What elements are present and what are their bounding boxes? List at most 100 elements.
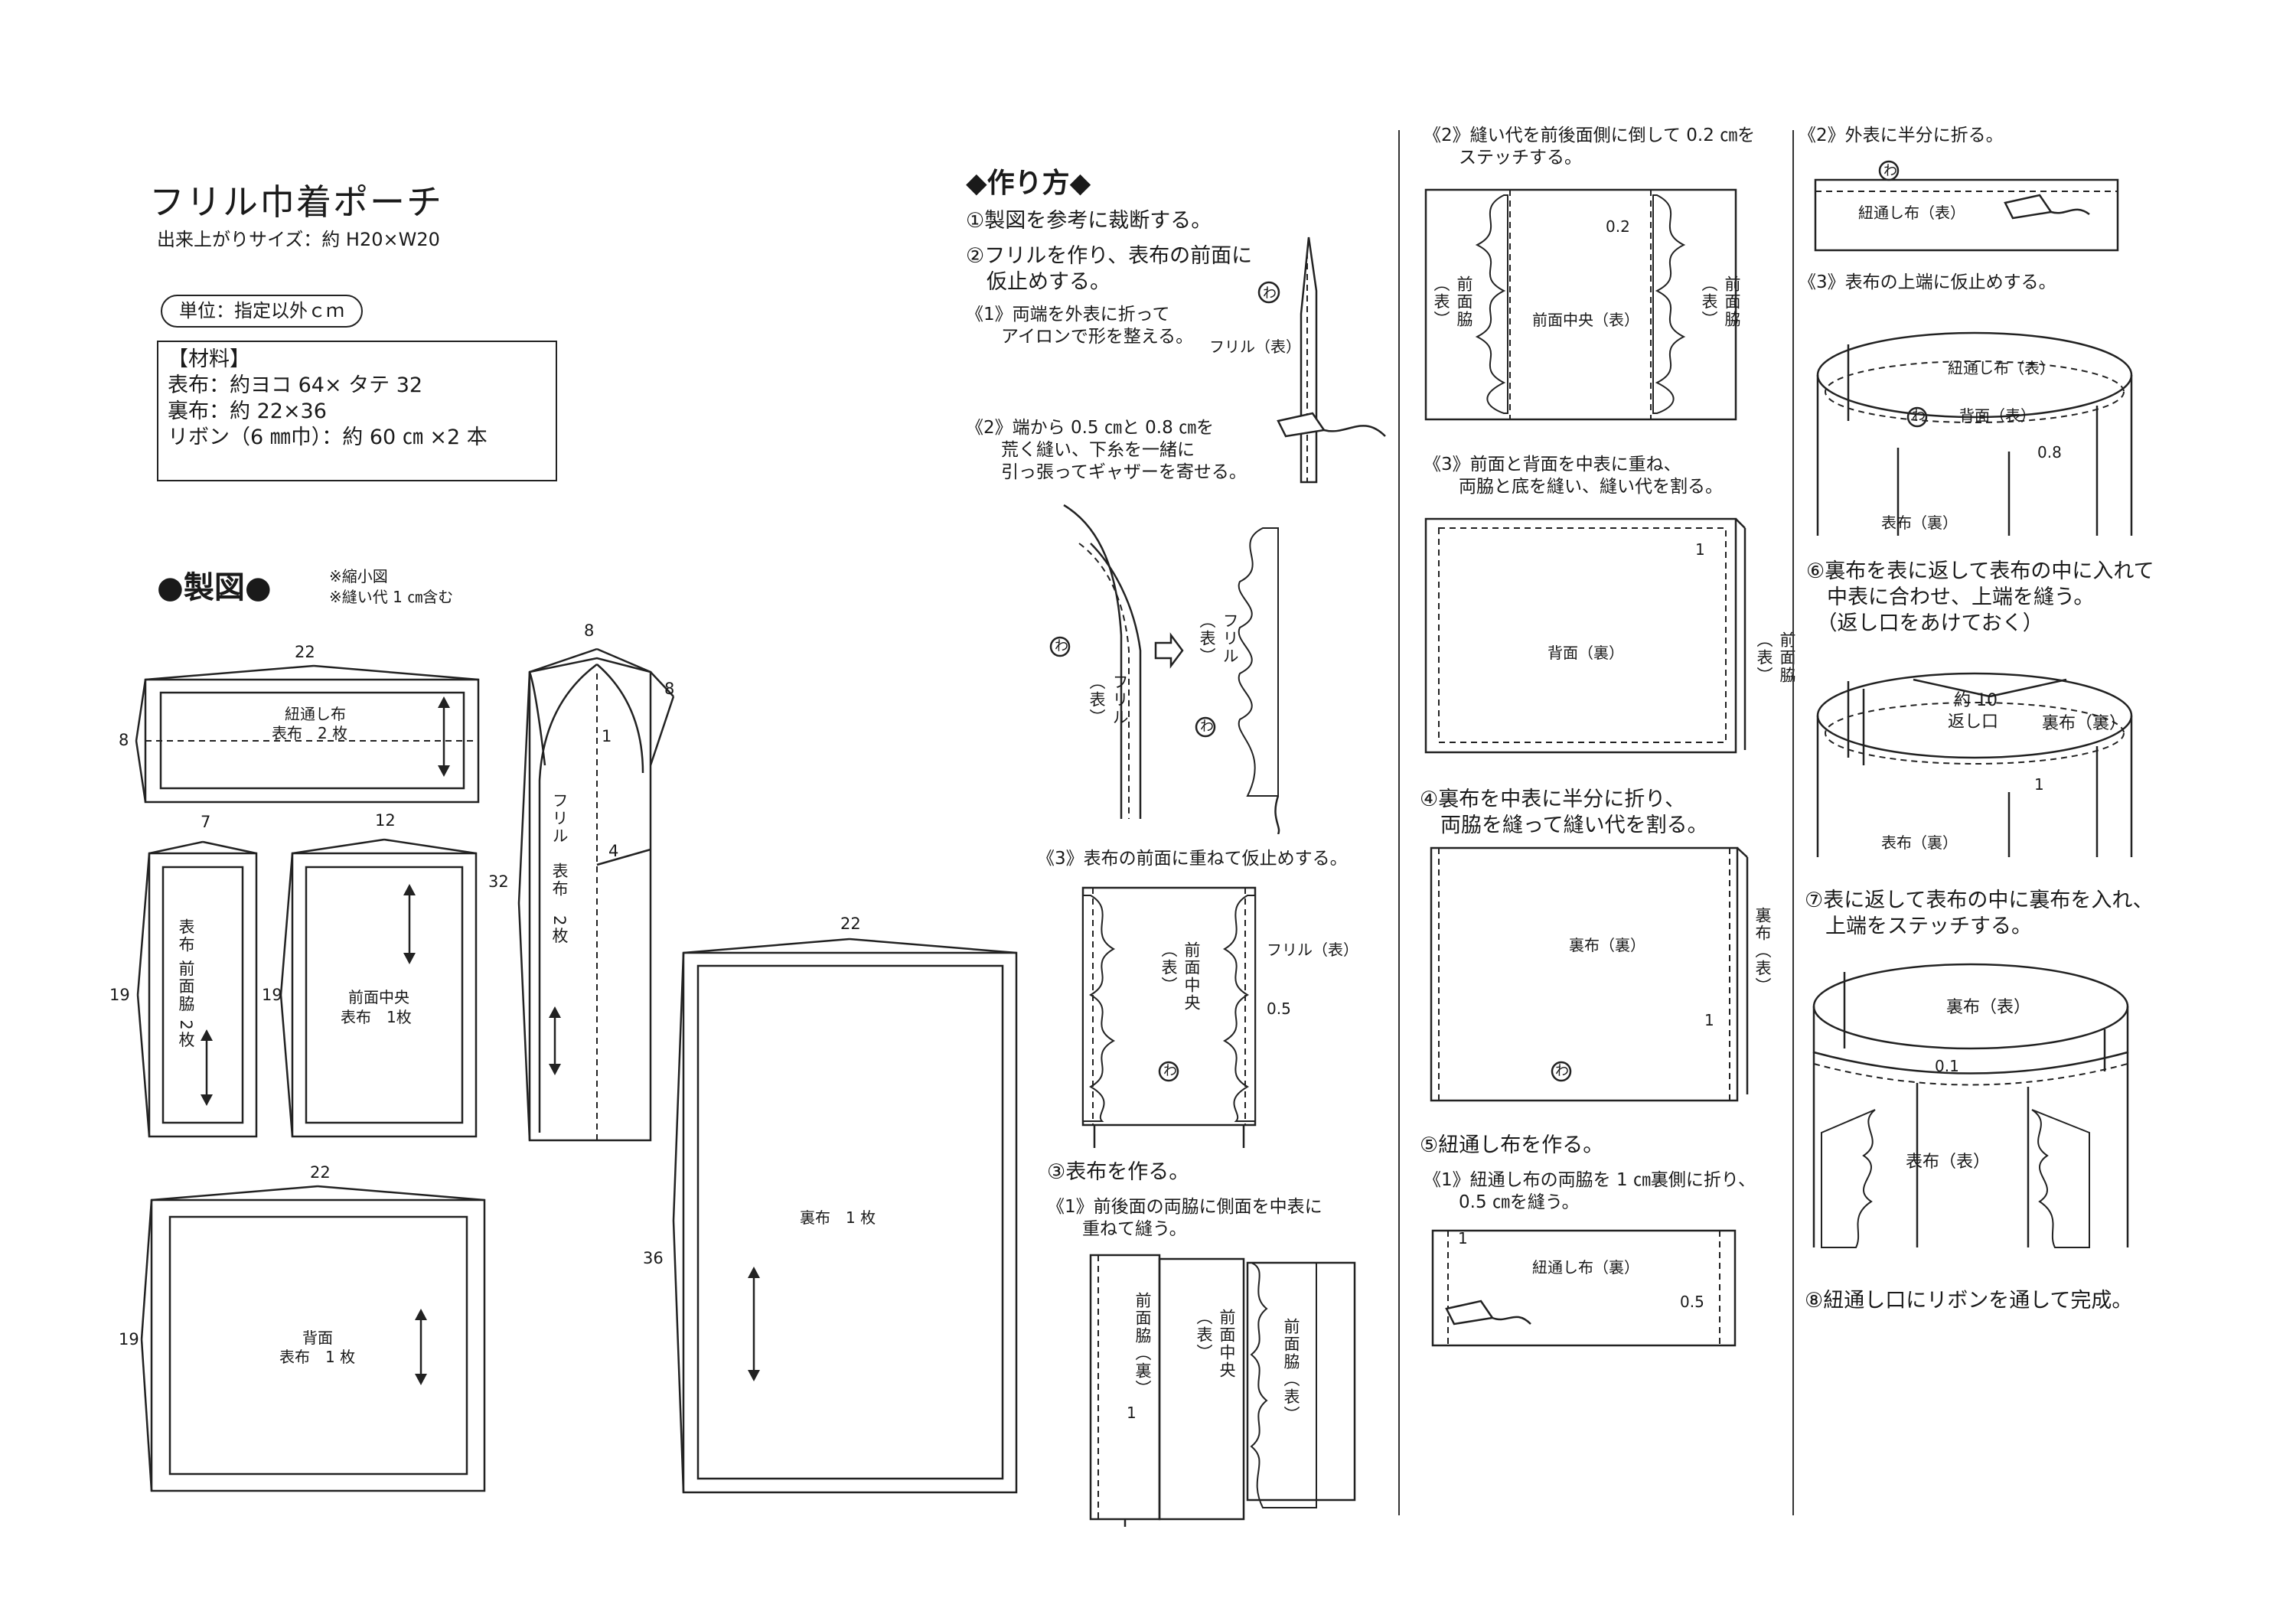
step-6: ⑥裏布を表に返して表布の中に入れて 中表に合わせ、上端を縫う。 （返し口をあけて…	[1806, 559, 2154, 635]
step-5-2: 《2》外表に半分に折る。	[1799, 126, 2004, 145]
front-width: 12	[375, 811, 396, 830]
back-ura-label: 背面（裏）	[1548, 644, 1624, 662]
strap-width: 22	[295, 643, 315, 661]
back-height: 19	[119, 1330, 139, 1348]
strap-fold-diagram	[1814, 160, 2119, 252]
pattern-heading: ●製図●	[157, 570, 272, 605]
side-omote-label-2: 前面脇（表）	[1755, 631, 1796, 684]
allowance-1e: 1	[2034, 775, 2044, 794]
allowance-0-5: 0.5	[1267, 1000, 1291, 1018]
fold-mark: わ	[1263, 285, 1277, 302]
stitch-diagram	[1424, 188, 1737, 421]
strap-label: 紐通し布	[285, 705, 346, 723]
frill-edge: 8	[664, 680, 675, 698]
fold-mark: わ	[1200, 719, 1214, 735]
step-5: ⑤紐通し布を作る。	[1420, 1133, 1604, 1157]
sew-sides-diagram	[1089, 1254, 1356, 1527]
allowance-0-1: 0.1	[1935, 1057, 1959, 1075]
step-5-1: 《1》紐通し布の両脇を 1 ㎝裏側に折り、 0.5 ㎝を縫う。	[1424, 1170, 1756, 1212]
step-2-2: 《2》端から 0.5 ㎝と 0.8 ㎝を 荒く縫い、下糸を一緒に 引っ張ってギャ…	[966, 418, 1247, 482]
front-height: 19	[262, 986, 282, 1004]
sew-bottom-diagram	[1424, 517, 1746, 754]
outer-omote-label: 表布（表）	[1906, 1153, 1991, 1172]
instructions-heading: ◆作り方◆	[966, 168, 1091, 199]
lining-ura-label-2: 裏布（裏）	[2042, 714, 2127, 733]
frill-label: フリル 表布 2枚	[550, 792, 569, 945]
strap-count: 表布 2 枚	[272, 724, 348, 742]
frill-label-2: フリル（表）	[1198, 612, 1239, 665]
lining-height: 36	[643, 1249, 664, 1267]
step-5-3: 《3》表布の上端に仮止めする。	[1799, 272, 2056, 292]
column-divider	[1792, 130, 1794, 1515]
frill-width: 8	[584, 621, 595, 640]
step-3-1: 《1》前後面の両脇に側面を中表に 重ねて縫う。	[1047, 1197, 1322, 1239]
page-title: フリル巾着ポーチ	[149, 181, 443, 223]
strap-ura-label: 紐通し布（裏）	[1532, 1258, 1639, 1277]
fold-mark: わ	[1912, 408, 1926, 424]
fold-mark-icon	[1257, 281, 1280, 304]
gather-diagram	[1049, 504, 1280, 834]
materials-box: 【材料】 表布：約ヨコ 64× タテ 32 裏布：約 22×36 リボン（6 ㎜…	[157, 341, 557, 481]
back-omote-label: 背面（表）	[1959, 406, 2036, 425]
allowance-0-5b: 0.5	[1680, 1293, 1704, 1311]
outer-ura-label: 表布（裏）	[1881, 514, 1958, 532]
lining-omote-label-2: 裏布（表）	[1946, 998, 2031, 1017]
side-ura-label: 前面脇（裏）	[1133, 1292, 1152, 1397]
step-2: ②フリルを作り、表布の前面に 仮止めする。	[966, 244, 1253, 294]
step-4: ④裏布を中表に半分に折り、 両脇を縫って縫い代を割る。	[1420, 788, 1708, 837]
sew-top-diagram	[1816, 672, 2133, 857]
side-width: 7	[201, 813, 211, 831]
strap-attach-diagram	[1816, 331, 2133, 536]
column-divider	[1398, 130, 1400, 1515]
material-item: 裏布：約 22×36	[168, 399, 327, 423]
ironing-diagram	[1257, 236, 1386, 484]
allowance-1d: 1	[1458, 1229, 1468, 1247]
step-2-3: 《3》表布の前面に重ねて仮止めする。	[1037, 849, 1348, 869]
frill-height: 32	[488, 872, 509, 891]
frill-label-3: フリル（表）	[1267, 941, 1358, 959]
lining-omote-label: 裏布（表）	[1753, 907, 1772, 995]
frill-omote-label: フリル（表）	[1209, 338, 1301, 356]
back-width: 22	[310, 1163, 331, 1182]
back-label: 背面	[302, 1329, 333, 1347]
step-3-3: 《3》前面と背面を中表に重ね、 両脇と底を縫い、縫い代を割る。	[1424, 455, 1723, 497]
allowance-1b: 1	[1695, 540, 1705, 559]
material-item: 表布：約ヨコ 64× タテ 32	[168, 373, 423, 397]
front-count: 表布 1枚	[341, 1008, 412, 1026]
strap-height: 8	[119, 731, 129, 749]
fold-mark: わ	[1163, 1063, 1177, 1079]
side-label-r: 前面脇（表）	[1700, 276, 1741, 328]
step-1: ①製図を参考に裁断する。	[966, 209, 1212, 233]
front-label: 前面中央	[348, 988, 409, 1006]
strap-sew-diagram	[1431, 1229, 1737, 1347]
opening-label: 返し口	[1948, 713, 1999, 732]
strap-label: 紐通し布（表）	[1948, 359, 2055, 377]
step-7: ⑦表に返して表布の中に裏布を入れ、 上端をステッチする。	[1805, 889, 2154, 938]
unit-badge: 単位：指定以外ｃｍ	[161, 295, 363, 328]
step-3: ③表布を作る。	[1047, 1160, 1190, 1184]
frill-seam: 1	[602, 727, 612, 745]
pattern-note: ※縮小図	[329, 567, 388, 585]
allowance-1: 1	[1127, 1404, 1137, 1422]
front-center-label: 前面中央（表）	[1159, 941, 1201, 1012]
opening-approx: 約 10	[1954, 691, 1998, 710]
side-label: 表布 前面脇 2枚	[177, 918, 195, 1049]
step-2-1: 《1》両端を外表に折って アイロンで形を整える。	[966, 305, 1194, 347]
center-label: 前面中央（表）	[1532, 311, 1639, 329]
lining-width: 22	[840, 915, 861, 933]
outer-ura-label-2: 表布（裏）	[1881, 833, 1958, 852]
lining-label: 裏布 1 枚	[800, 1208, 876, 1227]
stitch-top-diagram	[1812, 963, 2129, 1248]
allowance-0-2: 0.2	[1606, 217, 1630, 236]
back-count: 表布 1 枚	[279, 1348, 356, 1366]
lining-ura-label: 裏布（裏）	[1569, 936, 1645, 954]
frill-label-1: フリル（表）	[1088, 673, 1129, 726]
side-label-l: 前面脇（表）	[1432, 276, 1473, 328]
side-height: 19	[109, 986, 130, 1004]
fold-mark: わ	[1055, 638, 1068, 654]
lining-fold-diagram	[1430, 846, 1749, 1102]
finished-size: 出来上がりサイズ：約 H20×W20	[157, 229, 440, 250]
allowance-1c: 1	[1704, 1011, 1714, 1029]
material-item: リボン（6 ㎜巾）：約 60 ㎝ ×2 本	[168, 426, 488, 449]
